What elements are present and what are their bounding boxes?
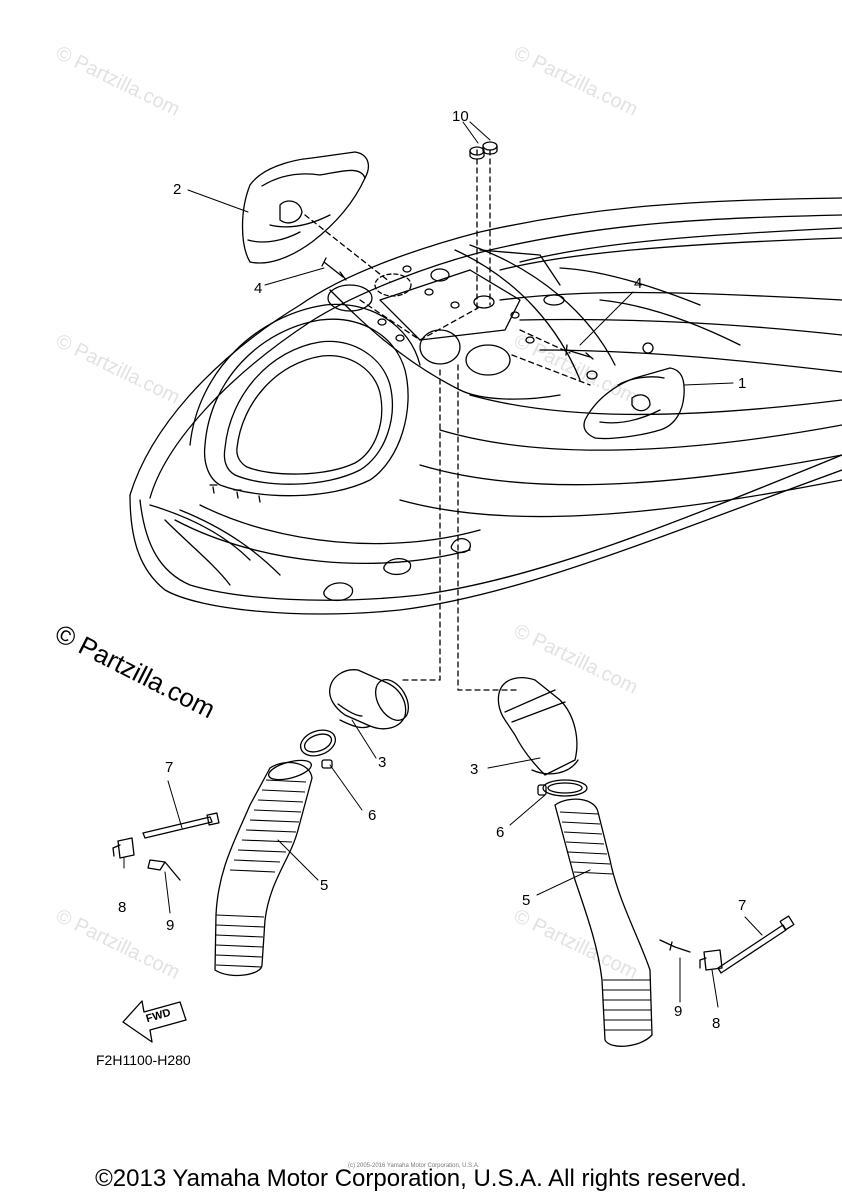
- callout-8: 8: [118, 899, 127, 916]
- callout-3: 3: [378, 754, 387, 771]
- hose-right: [554, 798, 653, 1047]
- callout-8: 8: [712, 1015, 721, 1032]
- screws: [321, 257, 594, 360]
- hose-left: [214, 759, 313, 977]
- fwd-arrow: [122, 1000, 187, 1043]
- fine-print: (c) 2005-2016 Yamaha Motor Corporation, …: [348, 1163, 480, 1169]
- callout-7: 7: [165, 759, 174, 776]
- callout-6: 6: [368, 807, 377, 824]
- holders: [112, 837, 723, 971]
- callout-6: 6: [496, 824, 505, 841]
- caps: [469, 141, 498, 160]
- callout-4: 4: [254, 280, 263, 297]
- callout-10: 10: [452, 108, 469, 125]
- copyright-notice: ©2013 Yamaha Motor Corporation, U.S.A. A…: [95, 1165, 747, 1192]
- callout-1: 1: [738, 375, 747, 392]
- diagram-code: F2H1100-H280: [96, 1052, 191, 1068]
- callout-9: 9: [166, 917, 175, 934]
- callout-7: 7: [738, 897, 747, 914]
- callout-4: 4: [634, 275, 643, 292]
- rivets: [147, 859, 691, 953]
- callout-3: 3: [470, 761, 479, 778]
- tie-wraps: [142, 812, 795, 974]
- callout-9: 9: [674, 1003, 683, 1020]
- leader-lines: [304, 149, 591, 691]
- clamp-left: [299, 729, 337, 769]
- part-2-cover: [241, 151, 369, 264]
- callout-2: 2: [173, 181, 182, 198]
- callout-leaders: [123, 121, 763, 1008]
- callout-5: 5: [522, 892, 531, 909]
- part-1-cover: [583, 367, 685, 440]
- clamp-right: [537, 779, 588, 797]
- hose-corrugations: [215, 779, 651, 1031]
- duct-elbow-left: [329, 669, 410, 730]
- callout-5: 5: [320, 877, 329, 894]
- duct-elbow-right: [497, 677, 579, 776]
- hull-deck: [129, 197, 842, 615]
